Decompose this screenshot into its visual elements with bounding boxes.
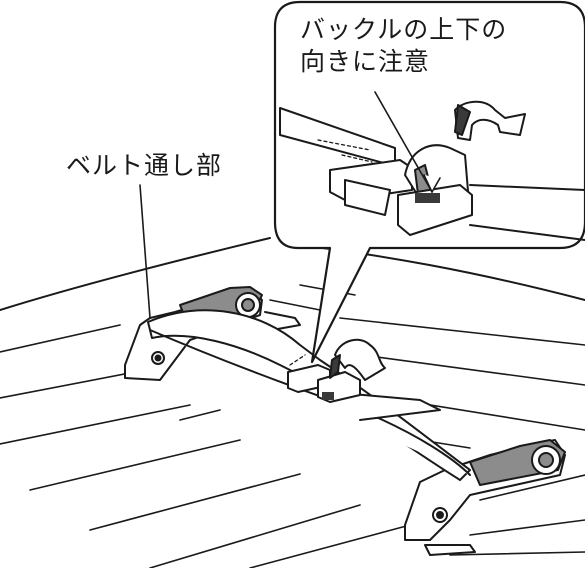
roof-grooves: [0, 284, 585, 568]
right-carrier-foot: [404, 439, 566, 556]
rotate-arrow-icon: [454, 100, 526, 141]
belt-buckle: [287, 354, 361, 403]
belt-pass-label: ベルト通し部: [66, 151, 223, 180]
callout-title-line-2: 向きに注意: [300, 47, 431, 76]
callout-title-line-1: バックルの上下の: [300, 15, 508, 44]
belt-strap: [147, 309, 471, 481]
belt-pass-leader: [139, 184, 151, 319]
belt-tail: [329, 338, 386, 381]
callout-detail: [279, 91, 585, 241]
